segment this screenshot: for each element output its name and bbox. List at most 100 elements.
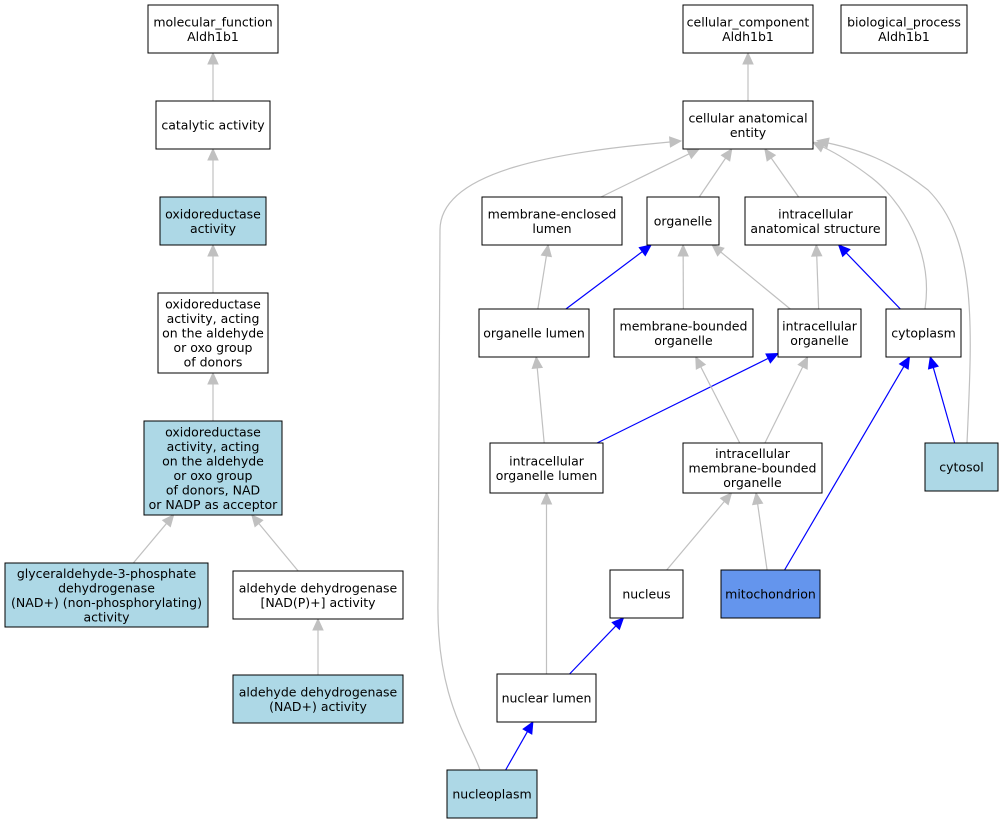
node-mitochondrion[interactable]: mitochondrion — [720, 569, 821, 619]
node-catalytic-box — [155, 100, 271, 150]
edge-ic-organelle-to-organelle — [711, 244, 791, 310]
node-cc-root-label-line: cellular_component — [687, 14, 810, 29]
node-organelle[interactable]: organelle — [646, 196, 720, 246]
edge-ic-mem-bounded-to-mem-bounded-line — [700, 366, 741, 444]
node-oxido-nad-label-line: or NADP as acceptor — [149, 497, 279, 512]
node-ic-mem-bounded-label-line: intracellular — [715, 446, 791, 461]
edge-ic-mem-bounded-to-ic-organelle — [764, 355, 809, 444]
node-cc-root-box — [682, 4, 814, 54]
node-ic-mem-bounded-box — [682, 442, 823, 494]
edge-ic-org-lumen-to-ic-organelle — [596, 352, 780, 444]
edge-ic-org-lumen-to-ic-organelle-arrowhead — [765, 352, 780, 364]
edge-cytoplasm-to-ias-arrowhead — [837, 244, 851, 258]
node-nuclear-lumen[interactable]: nuclear lumen — [496, 673, 597, 723]
edge-nucleoplasm-to-cae — [437, 136, 683, 771]
edge-nucleoplasm-to-cae-line — [437, 141, 671, 771]
edges-layer — [132, 51, 971, 771]
node-aldh-nad[interactable]: aldehyde dehydrogenase(NAD+) activity — [232, 674, 404, 724]
edge-mitochondrion-to-ic-mem-bounded-arrowhead — [751, 491, 764, 506]
node-gapdh-label-line: (NAD+) (non-phosphorylating) — [11, 595, 202, 610]
node-ias-label-line: intracellular — [778, 206, 854, 221]
node-gapdh-box — [4, 562, 209, 628]
edge-mitochondrion-to-ic-mem-bounded-line — [757, 503, 768, 571]
edge-nucleoplasm-to-nuclear-lumen — [505, 720, 534, 771]
edge-ic-organelle-to-ias-line — [816, 255, 820, 310]
node-cae-label-line: entity — [730, 125, 767, 140]
edge-ic-organelle-to-organelle-line — [720, 251, 791, 310]
edge-aldh-nadp-to-oxido-nad-arrowhead — [251, 514, 264, 528]
edge-cae-to-cc-root — [742, 51, 754, 101]
node-ias-label-line: anatomical structure — [750, 221, 880, 236]
node-ic-org-lumen-label-line: intracellular — [509, 453, 585, 468]
edge-oxido-aldehyde-to-oxidoreductase — [207, 243, 219, 293]
node-cc-root-label-line: Aldh1b1 — [722, 29, 774, 44]
edge-organelle-to-cae-arrowhead — [720, 147, 733, 162]
edge-mitochondrion-to-cytoplasm-line — [784, 366, 905, 571]
edge-ias-to-cae-line — [770, 157, 800, 198]
node-catalytic[interactable]: catalytic activity — [155, 100, 271, 150]
edge-nucleus-to-ic-mem-bounded-arrowhead — [719, 492, 733, 506]
edge-mitochondrion-to-cytoplasm-arrowhead — [898, 355, 911, 370]
node-org-lumen[interactable]: organelle lumen — [478, 308, 590, 358]
node-cytoplasm[interactable]: cytoplasm — [885, 308, 962, 358]
edge-oxido-nad-to-oxido-aldehyde — [207, 371, 219, 421]
node-org-lumen-label-line: organelle lumen — [483, 326, 585, 341]
node-aldh-nad-label-line: aldehyde dehydrogenase — [239, 684, 398, 699]
node-mem-bounded-label-line: membrane-bounded — [620, 318, 748, 333]
edge-ic-organelle-to-ias-arrowhead — [810, 243, 823, 257]
edge-ic-mem-bounded-to-mem-bounded — [695, 355, 741, 444]
edge-cytosol-to-cytoplasm-arrowhead — [927, 355, 940, 370]
edge-ic-organelle-to-ias — [810, 243, 823, 310]
edge-oxidoreductase-to-catalytic-arrowhead — [207, 147, 219, 161]
edge-nucleoplasm-to-nuclear-lumen-line — [505, 731, 528, 771]
node-gapdh-label-line: dehydrogenase — [58, 580, 155, 595]
edge-org-lumen-to-organelle — [565, 244, 653, 310]
edge-mem-bounded-to-organelle-arrowhead — [677, 243, 689, 257]
node-aldh-nadp-label-line: aldehyde dehydrogenase — [239, 580, 398, 595]
node-oxido-nad-label-line: on the aldehyde — [162, 453, 264, 468]
node-cytosol-label-line: cytosol — [939, 460, 983, 475]
edge-nucleus-to-ic-mem-bounded-line — [666, 501, 725, 571]
node-oxido-nad-label-line: activity, acting — [167, 439, 260, 454]
node-cytosol[interactable]: cytosol — [924, 442, 999, 492]
edge-ias-to-cae-arrowhead — [764, 148, 777, 162]
edge-nuclear-lumen-to-nucleus-arrowhead — [611, 617, 625, 631]
node-mf-root-label-line: Aldh1b1 — [187, 29, 239, 44]
edge-nuclear-lumen-to-ic-org-lumen-arrowhead — [540, 491, 553, 505]
edge-ias-to-cae — [764, 148, 800, 198]
edge-oxidoreductase-to-catalytic — [207, 147, 219, 197]
node-ic-organelle-box — [777, 308, 862, 358]
edge-organelle-to-cae — [698, 147, 733, 198]
node-oxido-nad-label-line: of donors, NAD — [166, 482, 260, 497]
node-aldh-nadp-label-line: [NAD(P)+] activity — [260, 595, 376, 610]
edge-cytosol-to-cae-line — [827, 142, 971, 444]
node-oxido-aldehyde-label-line: activity, acting — [167, 311, 260, 326]
node-aldh-nadp[interactable]: aldehyde dehydrogenase[NAD(P)+] activity — [232, 570, 404, 620]
edge-catalytic-to-mf-root — [207, 51, 219, 101]
node-nucleoplasm[interactable]: nucleoplasm — [446, 769, 538, 819]
node-ic-org-lumen-label-line: organelle lumen — [496, 468, 598, 483]
node-aldh-nad-box — [232, 674, 404, 724]
node-organelle-label-line: organelle — [654, 214, 713, 229]
node-mem-enclosed-label-line: membrane-enclosed — [488, 206, 617, 221]
edge-cytosol-to-cytoplasm-line — [932, 367, 956, 444]
node-oxido-aldehyde-box — [157, 292, 269, 374]
node-nucleus[interactable]: nucleus — [609, 569, 684, 619]
node-gapdh[interactable]: glyceraldehyde-3-phosphatedehydrogenase(… — [4, 562, 209, 628]
edge-organelle-to-cae-line — [698, 157, 727, 198]
edge-ic-org-lumen-to-org-lumen — [531, 355, 545, 444]
node-cae-box — [682, 100, 814, 150]
